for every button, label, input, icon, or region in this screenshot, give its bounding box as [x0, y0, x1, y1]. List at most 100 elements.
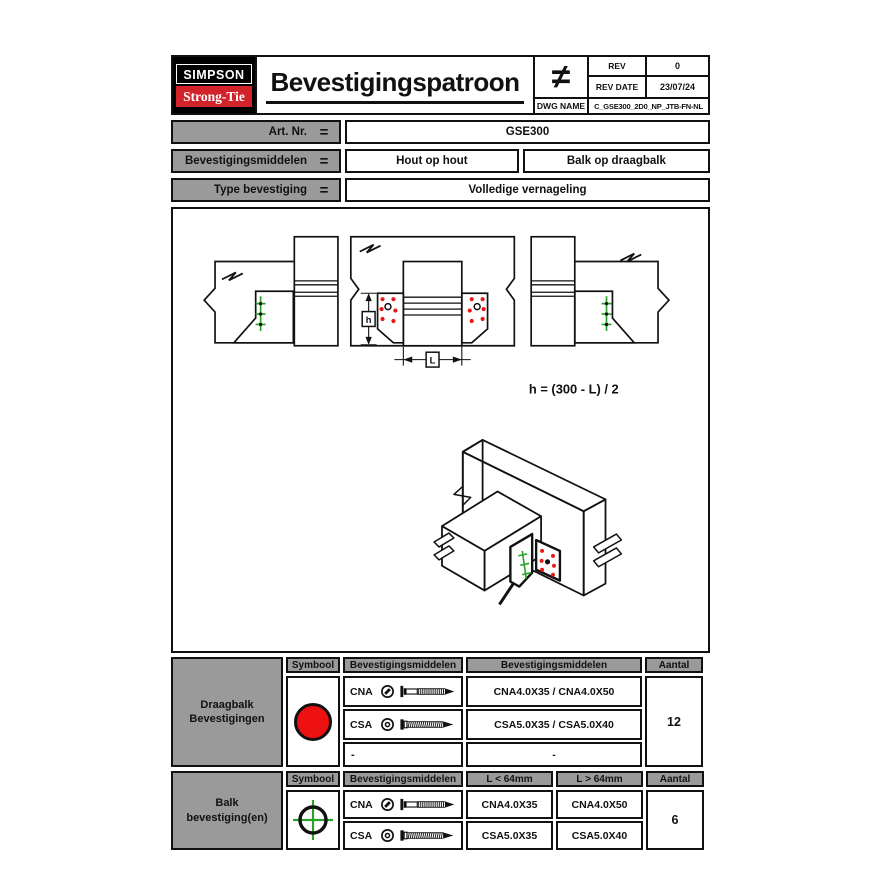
- info-row-type-bevestiging: Type bevestiging = Volledige vernageling: [171, 178, 710, 202]
- iso-view: [433, 439, 623, 606]
- timber-break-flap: [433, 545, 455, 561]
- fastener-name: CNA: [350, 798, 373, 811]
- fastener-row: CSA: [343, 709, 463, 740]
- rev-label: REV: [589, 57, 645, 75]
- dimension-l: L: [394, 346, 471, 368]
- bracket-outline: [573, 290, 637, 344]
- carrier-nail-markers: [379, 297, 486, 324]
- cna-head-icon: [381, 798, 394, 811]
- red-circle-icon: [294, 702, 332, 741]
- not-equal-icon: ≠: [535, 57, 587, 97]
- screw-icon: [400, 719, 454, 730]
- simpson-strongtie-logo: SIMPSON Strong-Tie: [173, 57, 255, 113]
- nail-icon: [400, 798, 455, 811]
- beam-nail-markers: [258, 301, 263, 327]
- symbol-cell: [286, 790, 340, 850]
- art-nr-label: Art. Nr.: [268, 126, 307, 138]
- fastener-row: CNA: [343, 790, 463, 819]
- fastener-name: CNA: [350, 685, 373, 698]
- timber-break-icon: [619, 252, 642, 263]
- rev-date-label: REV DATE: [589, 77, 645, 97]
- dim-l-label: L: [430, 355, 436, 366]
- csa-head-icon: [381, 718, 394, 731]
- column-header-middelen: Bevestigingsmiddelen: [343, 657, 463, 673]
- title-block: SIMPSON Strong-Tie Bevestigingspatroon ≠…: [171, 55, 710, 115]
- equals-icon: =: [319, 152, 329, 170]
- fastener-value: CSA5.0X35 / CSA5.0X40: [466, 709, 642, 740]
- column-header-middelen: Bevestigingsmiddelen: [343, 771, 463, 787]
- type-label: Type bevestiging: [213, 184, 307, 196]
- column-header-aantal: Aantal: [645, 657, 703, 673]
- fastener-value-empty: -: [466, 742, 642, 767]
- art-nr-value: GSE300: [345, 120, 710, 144]
- beam-nail-markers: [518, 550, 532, 579]
- table-row-label: Balk bevestiging(en): [171, 771, 283, 850]
- side-view-right: [530, 235, 671, 347]
- column-header-symbool: Symbool: [286, 771, 340, 787]
- sheet-title: Bevestigingspatroon: [255, 57, 535, 113]
- aantal-value: 6: [646, 790, 704, 850]
- middelen-value-1: Hout op hout: [345, 149, 519, 173]
- revision-block: ≠ REV 0 REV DATE 23/07/24 DWG NAME C_GSE…: [535, 57, 708, 113]
- dwg-name-label: DWG NAME: [535, 99, 587, 113]
- middelen-label-cell: Bevestigingsmiddelen =: [171, 149, 341, 173]
- bracket-outline: [232, 290, 295, 344]
- timber-break-icon: [453, 485, 472, 506]
- technical-drawing: h L: [202, 235, 671, 606]
- fastener-value: CNA4.0X50: [556, 790, 643, 819]
- green-crosshair-icon: [293, 800, 333, 840]
- dim-h-label: h: [366, 314, 372, 325]
- column-header-l-small: L < 64mm: [466, 771, 553, 787]
- bracket-outline: [376, 292, 405, 344]
- screw-icon: [400, 830, 454, 841]
- timber-break-icon: [359, 243, 381, 254]
- fastener-row: CSA: [343, 821, 463, 850]
- drawing-area: h L: [171, 207, 710, 653]
- timber-break-flap: [433, 532, 455, 548]
- symbol-cell: [286, 676, 340, 767]
- side-view-left: [202, 235, 339, 347]
- fastener-value: CNA4.0X35 / CNA4.0X50: [466, 676, 642, 707]
- type-value: Volledige vernageling: [345, 178, 710, 202]
- art-nr-label-cell: Art. Nr. =: [171, 120, 341, 144]
- page-title: Bevestigingspatroon: [266, 67, 524, 104]
- column-header-aantal: Aantal: [646, 771, 704, 787]
- carrier-nail-markers: [539, 548, 556, 577]
- timber-break-flap: [592, 533, 623, 554]
- info-row-bevestigingsmiddelen: Bevestigingsmiddelen = Hout op hout Balk…: [171, 149, 710, 173]
- timber-break-icon: [221, 271, 244, 282]
- middelen-value-2: Balk op draagbalk: [522, 149, 710, 173]
- nail-icon: [400, 685, 455, 698]
- type-label-cell: Type bevestiging =: [171, 178, 341, 202]
- bracket-outline: [460, 292, 489, 344]
- fastener-value: CSA5.0X40: [556, 821, 643, 850]
- logo-simpson-text: SIMPSON: [176, 63, 252, 84]
- beam-nail-markers: [604, 301, 609, 327]
- csa-head-icon: [381, 829, 394, 842]
- height-formula: h = (300 - L) / 2: [529, 381, 619, 396]
- column-header-values: Bevestigingsmiddelen: [466, 657, 642, 673]
- info-row-art-nr: Art. Nr. = GSE300: [171, 120, 710, 144]
- fastener-name: CSA: [350, 718, 373, 731]
- rev-value: 0: [647, 57, 708, 75]
- fastener-value: CNA4.0X35: [466, 790, 553, 819]
- cna-head-icon: [381, 685, 394, 698]
- dwg-name-value: C_GSE300_2D0_NP_JTB-FN-NL: [589, 99, 708, 113]
- fastener-row: CNA: [343, 676, 463, 707]
- dimension-h: h: [360, 292, 377, 346]
- middelen-label: Bevestigingsmiddelen: [184, 155, 307, 167]
- fastener-row-empty: -: [343, 742, 463, 767]
- rev-date-value: 23/07/24: [647, 77, 708, 97]
- table-row-label: Draagbalk Bevestigingen: [171, 657, 283, 767]
- front-view: h L: [349, 235, 516, 368]
- fastener-name: CSA: [350, 829, 373, 842]
- balk-fastener-table: Balk bevestiging(en) Symbool Bevestiging…: [171, 771, 710, 850]
- logo-strongtie-text: Strong-Tie: [176, 85, 252, 107]
- equals-icon: =: [319, 123, 329, 141]
- draagbalk-fastener-table: Draagbalk Bevestigingen Symbool Bevestig…: [171, 657, 710, 767]
- fastener-value: CSA5.0X35: [466, 821, 553, 850]
- column-header-symbool: Symbool: [286, 657, 340, 673]
- drawing-sheet: SIMPSON Strong-Tie Bevestigingspatroon ≠…: [171, 55, 710, 850]
- aantal-value: 12: [645, 676, 703, 767]
- equals-icon: =: [319, 181, 329, 199]
